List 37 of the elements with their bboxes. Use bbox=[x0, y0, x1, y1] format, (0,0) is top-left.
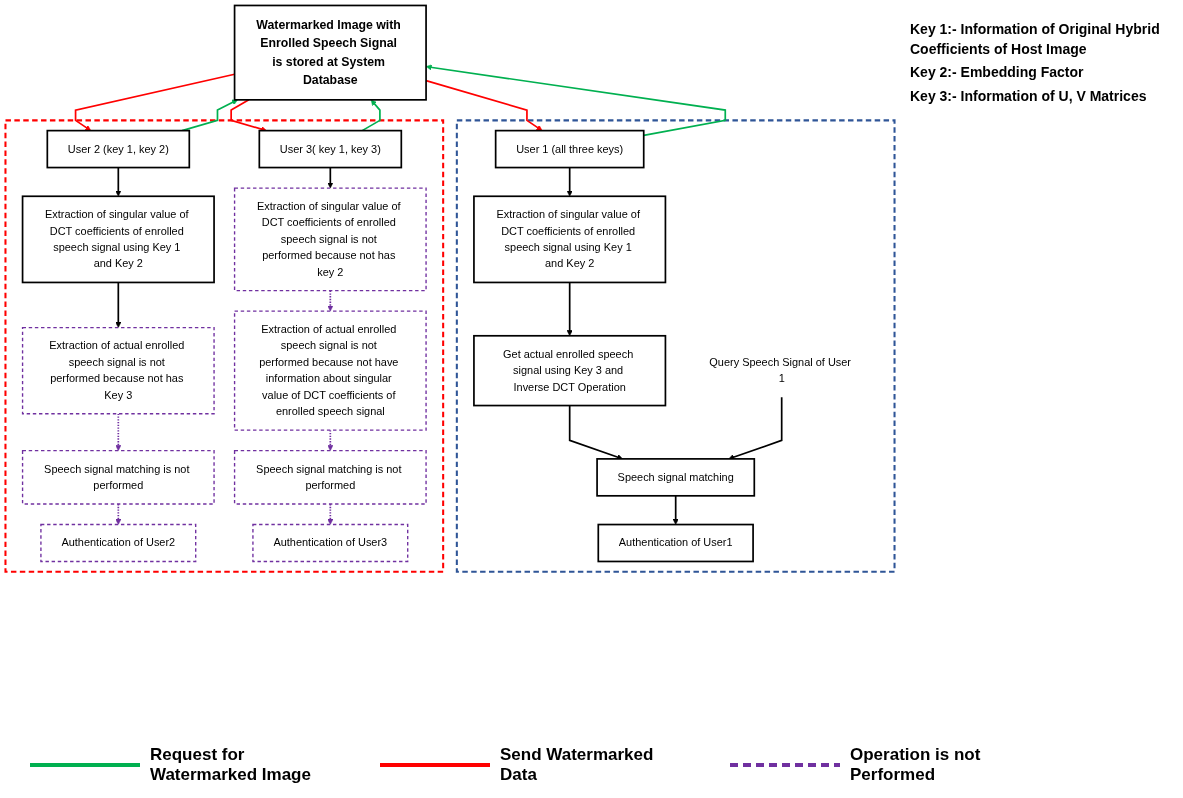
node-text: Query Speech Signal of User 1 bbox=[709, 356, 852, 385]
key-note: Key 2:- Embedding Factor bbox=[910, 63, 1085, 83]
key-note: Key 1:- Information of Original Hybrid Coefficients of Host Image bbox=[910, 20, 1161, 59]
node-box: User 2 (key 1, key 2) bbox=[46, 129, 191, 169]
node-box: User 1 (all three keys) bbox=[494, 129, 645, 169]
arrow bbox=[181, 99, 238, 132]
cluster bbox=[4, 119, 445, 573]
legend-label: Request for Watermarked Image bbox=[150, 745, 312, 785]
node-box: Extraction of singular value of DCT coefficients of enrolled speech signal using Key 1 and Key 2 bbox=[473, 195, 667, 284]
arrow bbox=[566, 281, 573, 337]
node-box: Extraction of actual enrolled speech signal is not performed because not have information about singular value of DCT coefficients of enrolled speech signal bbox=[233, 310, 427, 431]
legend-label: Operation is not Performed bbox=[850, 745, 982, 785]
legend-label: Send Watermarked Data bbox=[500, 745, 655, 785]
node-box: Speech signal matching is not performed bbox=[21, 450, 215, 505]
node-box: Authentication of User3 bbox=[252, 523, 409, 563]
node-box: Authentication of User2 bbox=[40, 523, 197, 563]
arrow bbox=[566, 166, 573, 197]
arrow bbox=[230, 99, 267, 132]
node-box: Extraction of actual enrolled speech signal is not performed because not has Key 3 bbox=[21, 326, 215, 415]
arrow bbox=[672, 494, 679, 525]
arrow bbox=[728, 396, 783, 460]
arrow bbox=[115, 166, 122, 197]
key-note: Key 3:- Information of U, V Matrices bbox=[910, 86, 1148, 106]
node-box: Speech signal matching bbox=[596, 458, 756, 497]
node-box: Extraction of singular value of DCT coefficients of enrolled speech signal using Key 1 and Key 2 bbox=[21, 195, 215, 284]
cluster bbox=[455, 119, 896, 573]
arrow bbox=[361, 99, 381, 132]
node-box: Extraction of singular value of DCT coefficients of enrolled speech signal is not performed because not has key 2 bbox=[233, 187, 427, 292]
arrow bbox=[115, 281, 122, 328]
node-box: Speech signal matching is not performed bbox=[233, 450, 427, 505]
arrow bbox=[568, 404, 623, 460]
node-box: Authentication of User1 bbox=[597, 523, 754, 563]
node-box: User 3( key 1, key 3) bbox=[258, 129, 403, 169]
node-box: Watermarked Image with Enrolled Speech Signal is stored at System Database bbox=[233, 4, 427, 101]
node-box: Get actual enrolled speech signal using Key 3 and Inverse DCT Operation bbox=[473, 334, 667, 407]
arrow bbox=[74, 73, 236, 131]
arrow bbox=[327, 166, 334, 189]
